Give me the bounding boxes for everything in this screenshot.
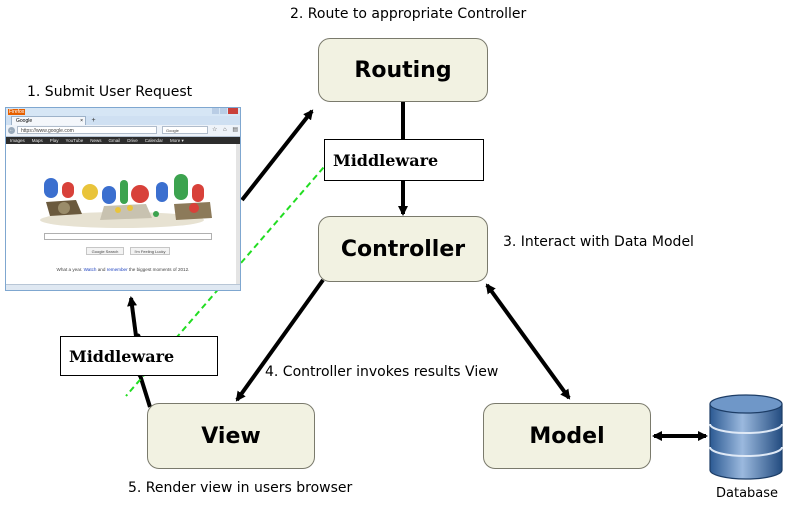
nav-link[interactable]: YouTube: [65, 138, 84, 143]
step-1-label: 1. Submit User Request: [27, 84, 193, 100]
model-node: Model: [483, 403, 651, 469]
browser-tab[interactable]: Google ×: [11, 116, 86, 125]
browser-page: Google Search I'm Feeling Lucky What a y…: [6, 144, 240, 284]
step-5-label: 5. Render view in users browser: [128, 480, 353, 496]
nav-link[interactable]: Play: [49, 138, 59, 143]
feeling-lucky-button[interactable]: I'm Feeling Lucky: [130, 247, 170, 255]
watch-link[interactable]: Watch: [83, 267, 97, 272]
promo-text: and: [97, 267, 106, 272]
step-3-label: 3. Interact with Data Model: [503, 234, 694, 250]
maximize-button[interactable]: [220, 108, 227, 114]
google-doodle-image[interactable]: [6, 144, 238, 232]
search-bar[interactable]: Google: [162, 126, 208, 134]
nav-link[interactable]: Calendar: [144, 138, 164, 143]
database-label: Database: [716, 486, 779, 501]
arrow-controller-model: [485, 283, 571, 400]
browser-app-button[interactable]: Firefox: [8, 109, 25, 115]
browser-window: Firefox Google × + ← https://www.google.…: [5, 107, 241, 291]
controller-node: Controller: [318, 216, 488, 282]
remember-link[interactable]: remember: [106, 267, 128, 272]
nav-link[interactable]: Images: [10, 138, 25, 143]
routing-node: Routing: [318, 38, 488, 102]
toolbar-icons[interactable]: ☆ ⌂ ▤: [212, 127, 241, 133]
promo-line: What a year. Watch and remember the bigg…: [6, 267, 240, 272]
middleware-box-top: Middleware: [324, 139, 484, 181]
promo-text: What a year.: [56, 267, 83, 272]
nav-link[interactable]: News: [90, 138, 102, 143]
google-nav-bar: Images Maps Play YouTube News Gmail Driv…: [6, 137, 240, 144]
minimize-button[interactable]: [212, 108, 219, 114]
google-search-button[interactable]: Google Search: [86, 247, 124, 255]
arrow-controller-to-view: [235, 278, 325, 402]
address-bar[interactable]: https://www.google.com: [17, 126, 157, 134]
nav-link[interactable]: Gmail: [108, 138, 121, 143]
google-search-input[interactable]: [44, 233, 212, 240]
arrow-middleware-to-browser: [127, 296, 138, 337]
browser-statusbar: [6, 284, 240, 290]
view-node: View: [147, 403, 315, 469]
line-view-to-middleware: [138, 374, 152, 408]
back-icon[interactable]: ←: [8, 127, 15, 134]
step-4-label: 4. Controller invokes results View: [265, 364, 499, 380]
close-window-button[interactable]: [228, 108, 238, 114]
close-tab-icon[interactable]: ×: [80, 118, 83, 124]
browser-navbar: ← https://www.google.com Google ☆ ⌂ ▤: [6, 125, 240, 137]
browser-titlebar: [6, 108, 240, 116]
nav-link[interactable]: Drive: [127, 138, 138, 143]
promo-text: the biggest moments of 2012.: [128, 267, 190, 272]
tab-title: Google: [16, 118, 33, 124]
nav-link[interactable]: More ▾: [170, 138, 184, 143]
arrow-browser-to-routing: [240, 109, 314, 202]
nav-link[interactable]: Maps: [31, 138, 43, 143]
browser-scrollbar[interactable]: [236, 144, 240, 284]
new-tab-button[interactable]: +: [91, 117, 96, 124]
middleware-box-bottom: Middleware: [60, 336, 218, 376]
database-icon: [709, 394, 783, 480]
step-2-label: 2. Route to appropriate Controller: [290, 6, 527, 22]
window-controls: [212, 108, 238, 114]
